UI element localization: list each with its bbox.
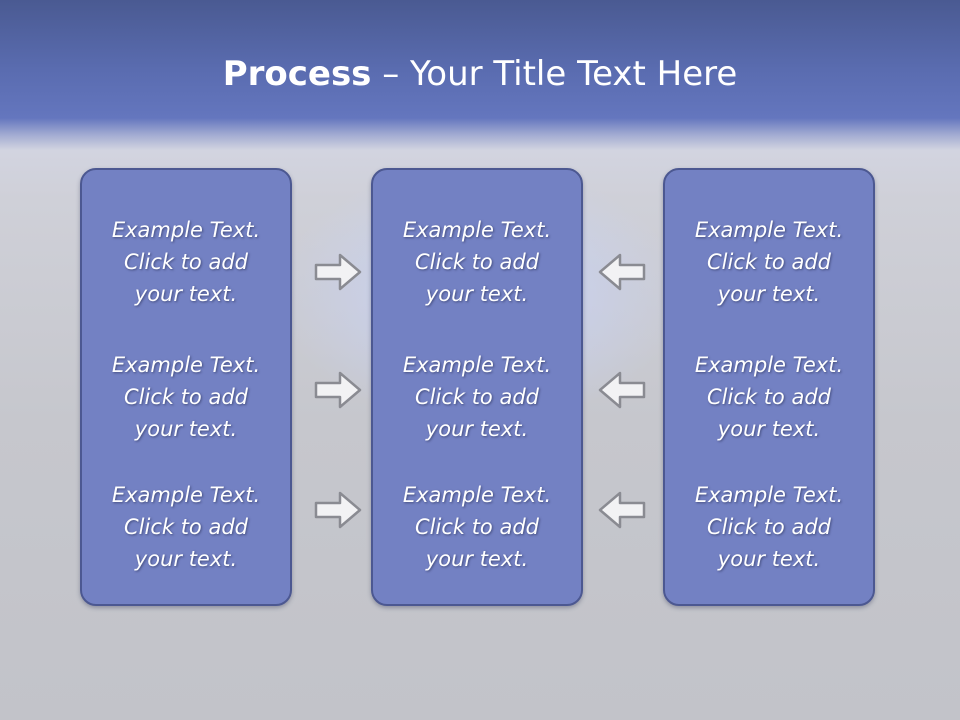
text-line: Example Text.	[402, 218, 552, 242]
text-line: your text.	[134, 282, 238, 306]
text-line: your text.	[717, 282, 821, 306]
arrow-right-icon[interactable]	[314, 252, 362, 292]
arrow-right-icon[interactable]	[314, 370, 362, 410]
text-placeholder[interactable]: Example Text. Click to add your text.	[665, 479, 873, 575]
text-line: Click to add	[414, 385, 539, 409]
right-panel: Example Text. Click to add your text. Ex…	[663, 168, 875, 606]
arrow-left-icon[interactable]	[598, 252, 646, 292]
text-line: Example Text.	[694, 353, 844, 377]
left-panel: Example Text. Click to add your text. Ex…	[80, 168, 292, 606]
text-placeholder[interactable]: Example Text. Click to add your text.	[373, 349, 581, 445]
text-line: your text.	[134, 547, 238, 571]
text-line: Example Text.	[111, 218, 261, 242]
text-line: Click to add	[414, 515, 539, 539]
text-placeholder[interactable]: Example Text. Click to add your text.	[373, 479, 581, 575]
text-line: Click to add	[123, 250, 248, 274]
arrow-left-icon[interactable]	[598, 370, 646, 410]
slide-title[interactable]: Process – Your Title Text Here	[0, 52, 960, 96]
text-line: Example Text.	[111, 353, 261, 377]
arrow-left-icon[interactable]	[598, 490, 646, 530]
text-placeholder[interactable]: Example Text. Click to add your text.	[373, 214, 581, 310]
text-placeholder[interactable]: Example Text. Click to add your text.	[665, 349, 873, 445]
text-placeholder[interactable]: Example Text. Click to add your text.	[665, 214, 873, 310]
text-line: your text.	[717, 547, 821, 571]
text-line: your text.	[134, 417, 238, 441]
text-line: Example Text.	[694, 483, 844, 507]
text-line: Example Text.	[694, 218, 844, 242]
arrow-right-icon[interactable]	[314, 490, 362, 530]
text-line: Click to add	[706, 250, 831, 274]
text-line: Click to add	[123, 515, 248, 539]
text-line: your text.	[425, 417, 529, 441]
center-panel: Example Text. Click to add your text. Ex…	[371, 168, 583, 606]
text-line: Click to add	[414, 250, 539, 274]
text-line: Click to add	[706, 515, 831, 539]
text-placeholder[interactable]: Example Text. Click to add your text.	[82, 349, 290, 445]
text-line: Click to add	[706, 385, 831, 409]
title-bold-part: Process	[222, 54, 372, 94]
text-line: your text.	[717, 417, 821, 441]
text-line: your text.	[425, 282, 529, 306]
text-line: your text.	[425, 547, 529, 571]
text-line: Example Text.	[402, 483, 552, 507]
text-placeholder[interactable]: Example Text. Click to add your text.	[82, 214, 290, 310]
title-rest-part: – Your Title Text Here	[371, 54, 738, 94]
text-line: Example Text.	[111, 483, 261, 507]
text-line: Example Text.	[402, 353, 552, 377]
text-line: Click to add	[123, 385, 248, 409]
text-placeholder[interactable]: Example Text. Click to add your text.	[82, 479, 290, 575]
